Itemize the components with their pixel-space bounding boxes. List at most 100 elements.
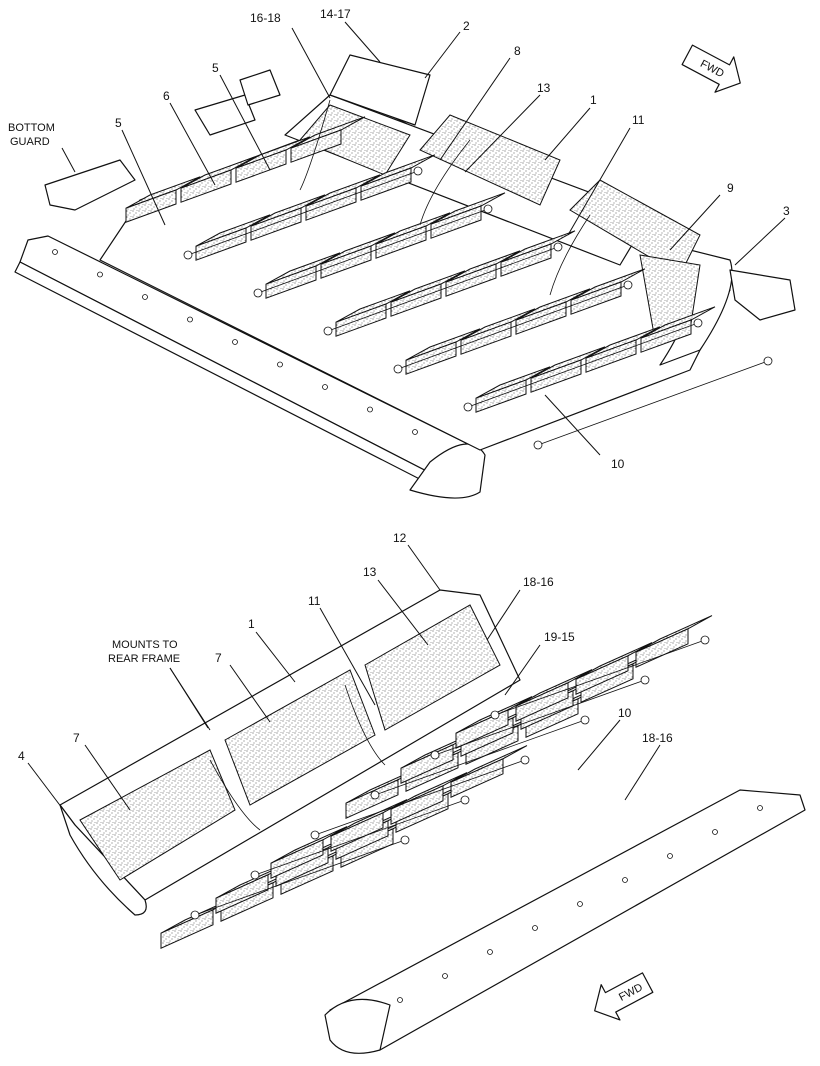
note-mounts-line1: MOUNTS TO <box>112 639 178 651</box>
top-leaders <box>61 21 786 456</box>
rail-bolt <box>442 973 448 979</box>
rail-bolt <box>532 925 538 931</box>
top-pad-block <box>375 212 451 259</box>
callout-16-18-top: 16-18 <box>250 11 281 25</box>
rear-pad-3 <box>569 179 701 276</box>
bottom-pad-block <box>270 826 348 879</box>
top-assembly: FWD 16-18 14-17 2 8 13 1 11 9 3 5 6 5 10… <box>8 7 796 499</box>
callout-8: 8 <box>514 44 521 58</box>
top-pad-block <box>585 326 661 373</box>
strap-bolt <box>460 795 470 805</box>
floor-strap <box>494 639 706 716</box>
strap-bolt <box>250 870 260 880</box>
divider-strip-b2 <box>344 684 386 766</box>
top-pad-block <box>235 136 311 183</box>
strap-bolt <box>323 326 333 336</box>
right-bracket <box>729 269 796 321</box>
strap-bolt <box>640 675 650 685</box>
bottom-pad-block <box>515 669 593 722</box>
rear-long-pad-2 <box>224 669 376 806</box>
rear-long-pad-3 <box>364 604 501 731</box>
rail-bolt <box>97 271 103 278</box>
top-pad-block <box>430 192 506 239</box>
rail-bolt <box>367 406 373 413</box>
top-pad-block <box>265 252 341 299</box>
strap-bolt <box>183 250 193 260</box>
top-pad-block <box>125 176 201 223</box>
callout-18-16-lower: 18-16 <box>642 731 673 745</box>
callout-9: 9 <box>727 181 734 195</box>
top-pad-block <box>335 290 411 337</box>
fwd-arrow-bottom: FWD <box>594 972 654 1021</box>
rail-bolt <box>757 805 763 811</box>
strap-bolt <box>763 356 773 366</box>
top-pad-block <box>320 232 396 279</box>
bottom-assembly: FWD 12 13 18-16 11 19-15 1 7 10 4 7 18-1… <box>18 531 806 1054</box>
strap-bolt <box>490 710 500 720</box>
strap-bolt <box>190 910 200 920</box>
callout-7-upper: 7 <box>215 651 222 665</box>
strap-bolt <box>700 635 710 645</box>
note-bottom-guard-line2: GUARD <box>10 136 50 148</box>
strap-bolt <box>253 288 263 298</box>
top-pad-block <box>570 268 646 315</box>
divider-strip-1 <box>299 99 331 191</box>
callout-13-bottom: 13 <box>363 565 377 579</box>
top-pad-block <box>360 154 436 201</box>
rail-bolt <box>622 877 628 883</box>
left-end-curve <box>59 804 147 916</box>
callout-1-top: 1 <box>590 93 597 107</box>
bottom-pad-block <box>390 772 468 825</box>
strap-bolt <box>310 830 320 840</box>
callout-4: 4 <box>18 749 25 763</box>
bottom-guard-plate <box>44 159 136 211</box>
rail-bolt <box>232 339 238 345</box>
bottom-floor-straps <box>190 635 710 920</box>
divider-strip-2 <box>419 139 471 226</box>
strap-bolt <box>580 715 590 725</box>
mounts-leader <box>169 667 209 729</box>
rail-bolt <box>397 997 403 1003</box>
callout-1-bottom: 1 <box>248 617 255 631</box>
strap-bolt <box>520 755 530 765</box>
callout-12: 12 <box>393 531 407 545</box>
strap-bolt <box>400 835 410 845</box>
top-pad-block <box>530 346 606 393</box>
bottom-rail-bolts <box>397 805 763 1003</box>
top-pad-block <box>445 250 521 297</box>
note-mounts-line2: REAR FRAME <box>108 653 180 665</box>
top-pad-block <box>390 270 466 317</box>
callout-3: 3 <box>783 204 790 218</box>
top-floor-straps <box>183 166 773 450</box>
bottom-front-nose <box>324 998 391 1054</box>
floor-strap <box>314 759 526 836</box>
callout-18-16-upper: 18-16 <box>523 575 554 589</box>
strap-bolt <box>623 280 633 290</box>
strap-bolt <box>463 402 473 412</box>
rail-bolt <box>142 294 148 300</box>
top-pad-block <box>305 174 381 221</box>
callout-10-top: 10 <box>611 457 625 471</box>
bracket-top-left <box>194 94 256 136</box>
note-bottom-guard-line1: BOTTOM <box>8 122 55 134</box>
callout-11-top: 11 <box>632 113 645 127</box>
top-pad-block <box>475 366 551 413</box>
front-nose <box>409 443 486 499</box>
top-rail-bolts <box>52 249 418 435</box>
rear-long-pad-1 <box>79 749 236 881</box>
strap-bolt <box>553 242 563 252</box>
bottom-pad-block <box>450 745 528 798</box>
strap-bolt <box>693 318 703 328</box>
callout-13-top: 13 <box>537 81 551 95</box>
top-pad-block <box>180 156 256 203</box>
top-plate-2 <box>329 54 431 126</box>
top-pad-block <box>460 308 536 355</box>
floor-strap <box>257 208 489 294</box>
strap-bolt <box>533 440 543 450</box>
rail-bolt <box>712 829 718 835</box>
rail-bolt <box>487 949 493 955</box>
top-pad-block <box>500 230 576 277</box>
rail-bolt <box>277 361 283 368</box>
callout-6: 6 <box>163 89 170 103</box>
